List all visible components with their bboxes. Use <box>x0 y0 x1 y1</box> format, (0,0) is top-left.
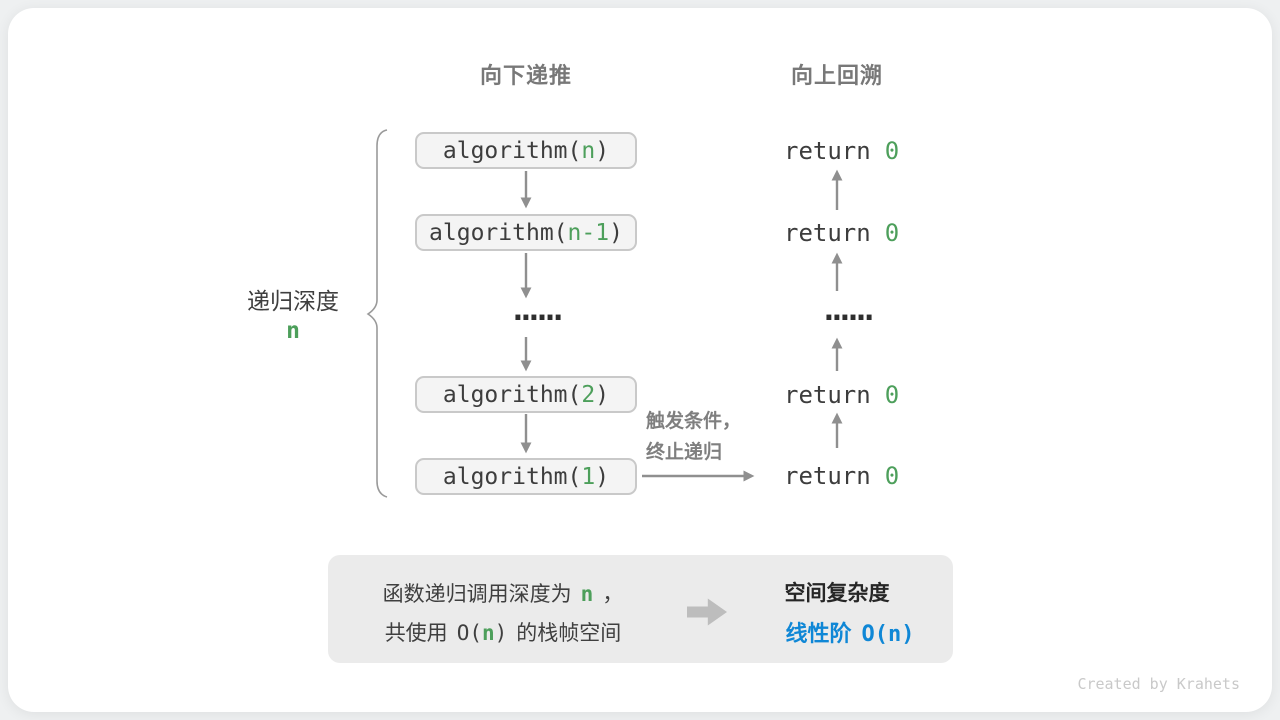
return-value: 0 <box>884 462 900 490</box>
code-text: algorithm( <box>442 463 582 490</box>
summary-line2-arg: n <box>481 621 495 645</box>
code-text: algorithm( <box>442 381 582 408</box>
complexity-title: 空间复杂度 <box>784 582 890 605</box>
summary-line1: 函数递归调用深度为 n ， <box>348 575 658 614</box>
credit-watermark: Created by Krahets <box>1077 675 1240 693</box>
complexity-value-label: 线性阶 <box>785 621 852 646</box>
call-box-2: algorithm(2) <box>415 376 637 413</box>
return-value: 0 <box>884 219 900 247</box>
summary-line2: 共使用 O(n) 的栈帧空间 <box>348 614 658 653</box>
summary-line2-pre: 共使用 <box>384 622 448 645</box>
summary-line1-pre: 函数递归调用深度为 <box>382 583 572 606</box>
call-arg: n <box>581 137 596 164</box>
return-keyword: return <box>784 462 871 490</box>
code-text: ) <box>609 219 623 246</box>
call-arg: n-1 <box>567 219 610 246</box>
base-case-note-line2: 终止递归 <box>646 442 723 463</box>
base-case-note-line1: 触发条件， <box>646 411 742 432</box>
return-keyword: return <box>784 137 871 165</box>
base-case-note: 触发条件， 终止递归 <box>646 406 786 468</box>
return-statement: return 0 <box>784 138 899 164</box>
return-statement: return 0 <box>784 463 899 489</box>
summary-line1-arg: n <box>580 582 594 606</box>
return-value: 0 <box>884 137 900 165</box>
backtrack-ellipsis: ...... <box>819 293 878 328</box>
code-text: ) <box>595 137 610 164</box>
return-value: 0 <box>884 381 900 409</box>
summary-panel <box>328 555 953 663</box>
call-arg: 2 <box>581 381 596 408</box>
call-box-1: algorithm(1) <box>415 458 637 495</box>
return-keyword: return <box>784 219 871 247</box>
recurse-ellipsis: ...... <box>508 293 567 328</box>
code-text: algorithm( <box>442 137 582 164</box>
depth-label: 递归深度 <box>247 288 339 314</box>
depth-value: n <box>286 318 300 344</box>
phase-label-backtrack: 向上回溯 <box>790 63 883 88</box>
summary-line1-post: ， <box>602 583 624 606</box>
code-text: ) <box>595 381 610 408</box>
return-statement: return 0 <box>784 220 899 246</box>
return-statement: return 0 <box>784 382 899 408</box>
summary-line2-code-pre: O( <box>456 621 482 645</box>
complexity-value: 线性阶 O(n) <box>737 616 963 648</box>
return-keyword: return <box>784 381 871 409</box>
call-box-n-1: algorithm(n-1) <box>415 214 637 251</box>
summary-line2-code-post: ) <box>494 621 508 645</box>
phase-label-recurse: 向下递推 <box>479 63 572 88</box>
call-arg: 1 <box>581 463 596 490</box>
summary-line2-post: 的栈帧空间 <box>516 622 622 645</box>
call-box-n: algorithm(n) <box>415 132 637 169</box>
code-text: ) <box>595 463 610 490</box>
complexity-value-notation: O(n) <box>861 622 915 647</box>
code-text: algorithm( <box>429 219 568 246</box>
